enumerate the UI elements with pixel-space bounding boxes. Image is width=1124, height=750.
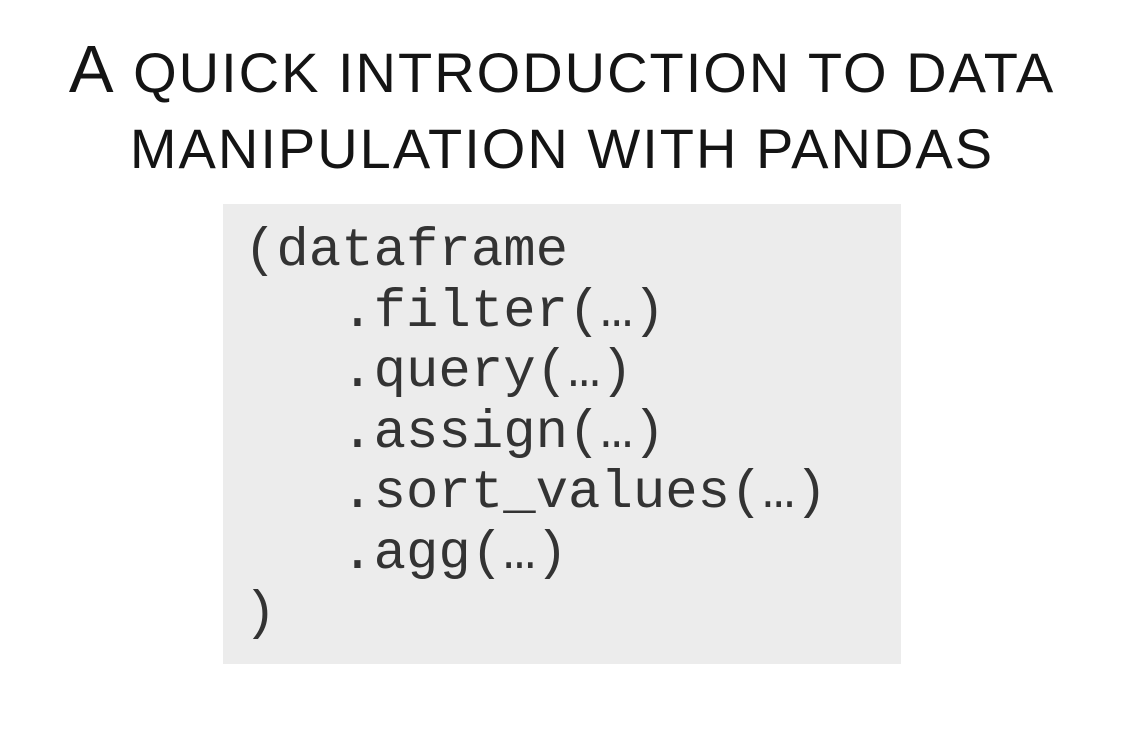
code-line: .query(…) xyxy=(244,342,633,403)
title-line-1: A QUICK INTRODUCTION TO DATA xyxy=(0,36,1124,115)
code-line: .filter(…) xyxy=(244,281,666,343)
code-line: (dataframe xyxy=(244,221,569,282)
title-lead-letter: A xyxy=(68,32,116,107)
code-line: ) xyxy=(244,584,277,645)
code-block: (dataframe .filter(…) .query(…) .assign(… xyxy=(223,204,901,664)
title-line-2: MANIPULATION WITH PANDAS xyxy=(129,117,995,180)
title-line-1-text: QUICK INTRODUCTION TO DATA xyxy=(115,41,1056,104)
code-line: .assign(…) xyxy=(244,402,666,464)
code-line: .sort_values(…) xyxy=(244,463,828,524)
slide-title: A QUICK INTRODUCTION TO DATA MANIPULATIO… xyxy=(0,36,1124,183)
code-line: .agg(…) xyxy=(244,523,569,585)
presentation-slide: A QUICK INTRODUCTION TO DATA MANIPULATIO… xyxy=(0,36,1124,750)
